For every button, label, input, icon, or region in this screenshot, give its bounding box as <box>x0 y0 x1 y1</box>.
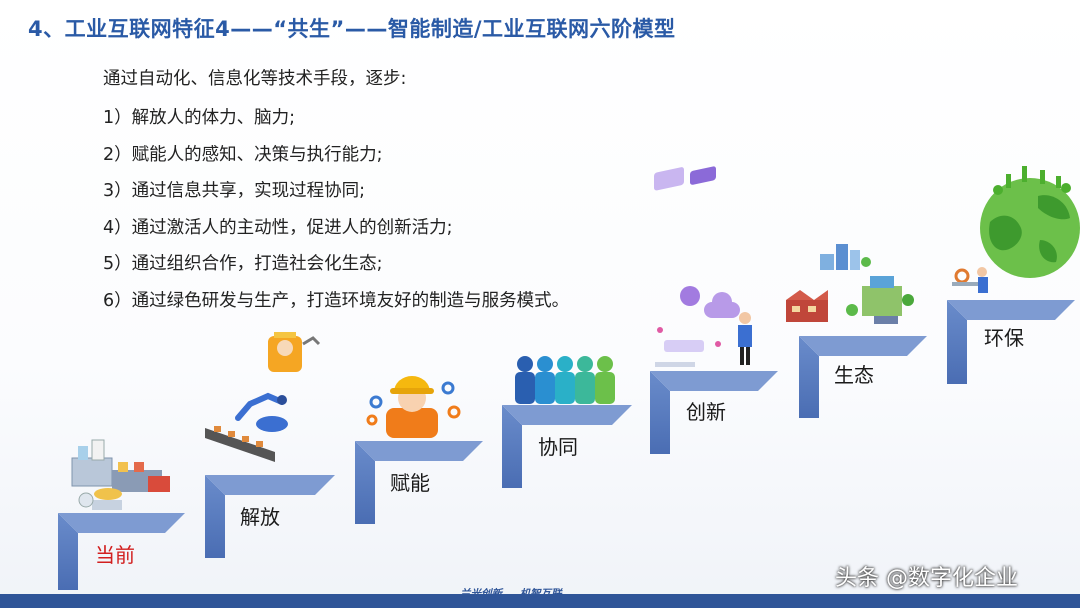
step-label-collaborate: 协同 <box>538 435 578 459</box>
factory-machines-icon <box>71 439 170 510</box>
green-earth-icon <box>952 166 1080 293</box>
team-people-icon <box>515 356 615 404</box>
point-item: 3）通过信息共享，实现过程协同; <box>103 181 366 201</box>
point-item: 6）通过绿色研发与生产，打造环境友好的制造与服务模式。 <box>103 290 570 311</box>
step-5 <box>799 336 927 418</box>
point-item: 4）通过激活人的主动性，促进人的创新活力; <box>103 217 453 238</box>
robot-arm-conveyor-icon <box>205 332 321 462</box>
worker-helmet-icon <box>366 376 461 438</box>
step-3 <box>502 405 632 488</box>
step-label-current: 当前 <box>95 543 135 567</box>
point-item: 2）赋能人的感知、决策与执行能力; <box>103 144 383 165</box>
step-label-ecosystem: 生态 <box>834 363 874 387</box>
footer-logo-2: 机智互联 <box>519 588 562 600</box>
step-label-liberate: 解放 <box>240 505 280 529</box>
slide-title: 4、工业互联网特征4——“共生”——智能制造/工业互联网六阶模型 <box>28 17 676 41</box>
city-ecosystem-icon <box>786 244 914 324</box>
step-label-innovate: 创新 <box>686 400 726 424</box>
point-item: 1）解放人的体力、脑力; <box>103 108 296 128</box>
step-4 <box>650 371 778 454</box>
step-label-empower: 赋能 <box>390 471 430 495</box>
footer-logo-1: 兰光创新 <box>460 588 502 600</box>
step-6 <box>947 300 1075 384</box>
innovation-tech-icon <box>654 166 752 367</box>
footer-bar <box>0 594 1080 608</box>
footer-logos: 兰光创新 机智互联 <box>460 586 576 601</box>
step-0 <box>58 513 185 590</box>
step-2 <box>355 441 483 524</box>
step-label-green: 环保 <box>984 326 1024 350</box>
watermark: 头条 @数字化企业 <box>835 566 1018 591</box>
points-list: 1）解放人的体力、脑力; 2）赋能人的感知、决策与执行能力; 3）通过信息共享，… <box>103 100 569 319</box>
step-1 <box>205 475 335 558</box>
point-item: 5）通过组织合作，打造社会化生态; <box>103 254 383 274</box>
intro-text: 通过自动化、信息化等技术手段，逐步: <box>103 69 407 89</box>
